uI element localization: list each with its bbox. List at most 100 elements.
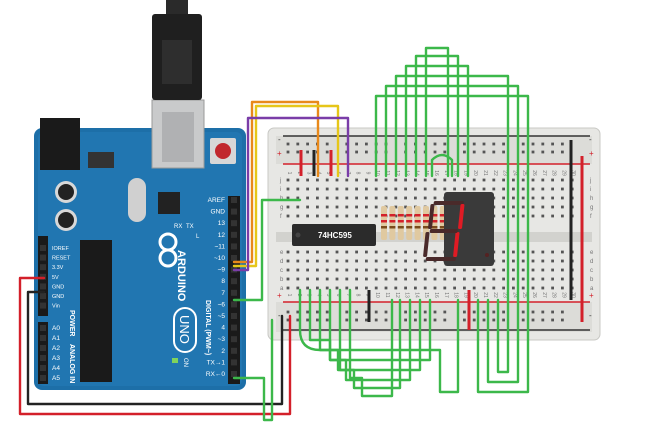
analog-pin-label: A4	[52, 365, 60, 372]
column-label: 10	[374, 292, 380, 298]
column-label: 5	[325, 294, 331, 297]
l-label: L	[196, 234, 200, 240]
column-label: 16	[433, 292, 439, 298]
digital-pin-label: ~11	[214, 243, 225, 250]
rail-minus-left-bottom: -	[278, 311, 281, 320]
digital-pin-label: GND	[211, 209, 226, 216]
column-label: 15	[423, 292, 429, 298]
column-label: 30	[570, 170, 576, 176]
digital-pin-label: ~6	[218, 301, 226, 308]
column-label: 26	[531, 292, 537, 298]
column-label: 5	[325, 172, 331, 175]
on-led	[172, 358, 178, 363]
column-label: 25	[521, 292, 527, 298]
column-label: 11	[384, 292, 390, 297]
wires[interactable]	[18, 46, 530, 422]
column-label: 9	[364, 172, 370, 175]
digital-pin-label: 7	[221, 290, 225, 297]
column-label: 1	[286, 294, 292, 297]
column-label: 13	[404, 292, 410, 298]
row-label: c	[280, 268, 283, 274]
arduino-brand: ARDUINO	[175, 250, 187, 302]
power-pin-label: GND	[52, 294, 64, 300]
row-label: b	[280, 277, 284, 283]
power-pin-label: IOREF	[52, 246, 69, 252]
digital-pin-label: ~3	[218, 336, 226, 343]
voltage-regulator	[88, 152, 114, 168]
digital-pin-label: ~10	[214, 255, 225, 262]
resistor[interactable]	[414, 206, 421, 240]
column-label: 18	[453, 170, 459, 176]
rail-minus-right-top: -	[589, 135, 592, 144]
arduino-board[interactable]: TX RX L ARDUINO UNO DIGITAL (PWM~) POWER…	[34, 99, 246, 390]
analog-header[interactable]	[38, 322, 48, 384]
row-label: f	[590, 214, 592, 220]
row-label: i	[590, 187, 591, 193]
column-label: 19	[462, 170, 468, 176]
column-label: 17	[443, 292, 449, 298]
on-label: ON	[182, 358, 188, 367]
column-label: 3	[306, 294, 312, 297]
rail-minus-left-top: -	[278, 135, 281, 144]
segment-e	[423, 232, 430, 257]
digital-label: DIGITAL (PWM~)	[204, 300, 211, 355]
column-label: 19	[462, 292, 468, 298]
power-pin-label: 5V	[52, 275, 59, 281]
analog-pin-label: A0	[52, 325, 60, 332]
row-label: e	[590, 250, 594, 256]
rail-plus-left-bottom: +	[277, 291, 282, 300]
usb-cable[interactable]	[152, 0, 202, 100]
column-label: 8	[355, 294, 361, 297]
seven-segment-display[interactable]	[423, 192, 494, 266]
power-pin-label: 3.3V	[52, 265, 64, 271]
column-label: 28	[551, 292, 557, 298]
digital-pin-label: ~5	[218, 313, 226, 320]
row-label: b	[590, 277, 594, 283]
analog-pin-label: A2	[52, 345, 60, 352]
digital-pin-label: 8	[221, 278, 225, 285]
column-label: 21	[482, 292, 488, 298]
column-label: 6	[335, 294, 341, 297]
column-label: 25	[521, 170, 527, 176]
column-label: 20	[472, 292, 478, 298]
row-label: e	[280, 250, 284, 256]
atmega-chip	[80, 240, 112, 382]
column-label: 1	[286, 172, 292, 175]
segment-g	[429, 229, 458, 233]
column-label: 28	[551, 170, 557, 176]
column-label: 30	[570, 292, 576, 298]
resistor[interactable]	[389, 206, 396, 240]
analog-pin-label: A5	[52, 375, 60, 382]
rail-plus-left-top: +	[277, 149, 282, 158]
segment-b	[458, 204, 465, 229]
analog-label: ANALOG IN	[68, 344, 75, 383]
resistor[interactable]	[381, 206, 387, 240]
column-label: 22	[492, 170, 498, 176]
usb-chip	[158, 192, 180, 214]
rail-plus-right-top: +	[589, 149, 594, 158]
row-label: g	[590, 205, 593, 211]
rail-minus-right-bottom: -	[589, 311, 592, 320]
resistor[interactable]	[397, 206, 404, 240]
row-label: h	[590, 196, 593, 202]
digital-pin-label: TX→1	[207, 359, 226, 366]
column-label: 7	[345, 294, 351, 297]
tx-label: TX	[186, 224, 194, 230]
row-label: i	[280, 187, 281, 193]
ic-label: 74HC595	[318, 231, 352, 240]
shift-register-ic[interactable]: 74HC595	[292, 224, 376, 246]
column-label: 12	[394, 292, 400, 298]
reset-button-cap[interactable]	[215, 143, 231, 159]
segment-f	[428, 204, 435, 229]
column-label: 2	[296, 172, 302, 175]
resistor[interactable]	[406, 206, 413, 240]
column-label: 14	[413, 292, 419, 298]
column-label: 4	[315, 294, 321, 297]
row-label: f	[280, 214, 282, 220]
column-label: 20	[472, 170, 478, 176]
breadboard-jumpers[interactable]	[299, 140, 584, 330]
column-label: 24	[511, 292, 517, 298]
